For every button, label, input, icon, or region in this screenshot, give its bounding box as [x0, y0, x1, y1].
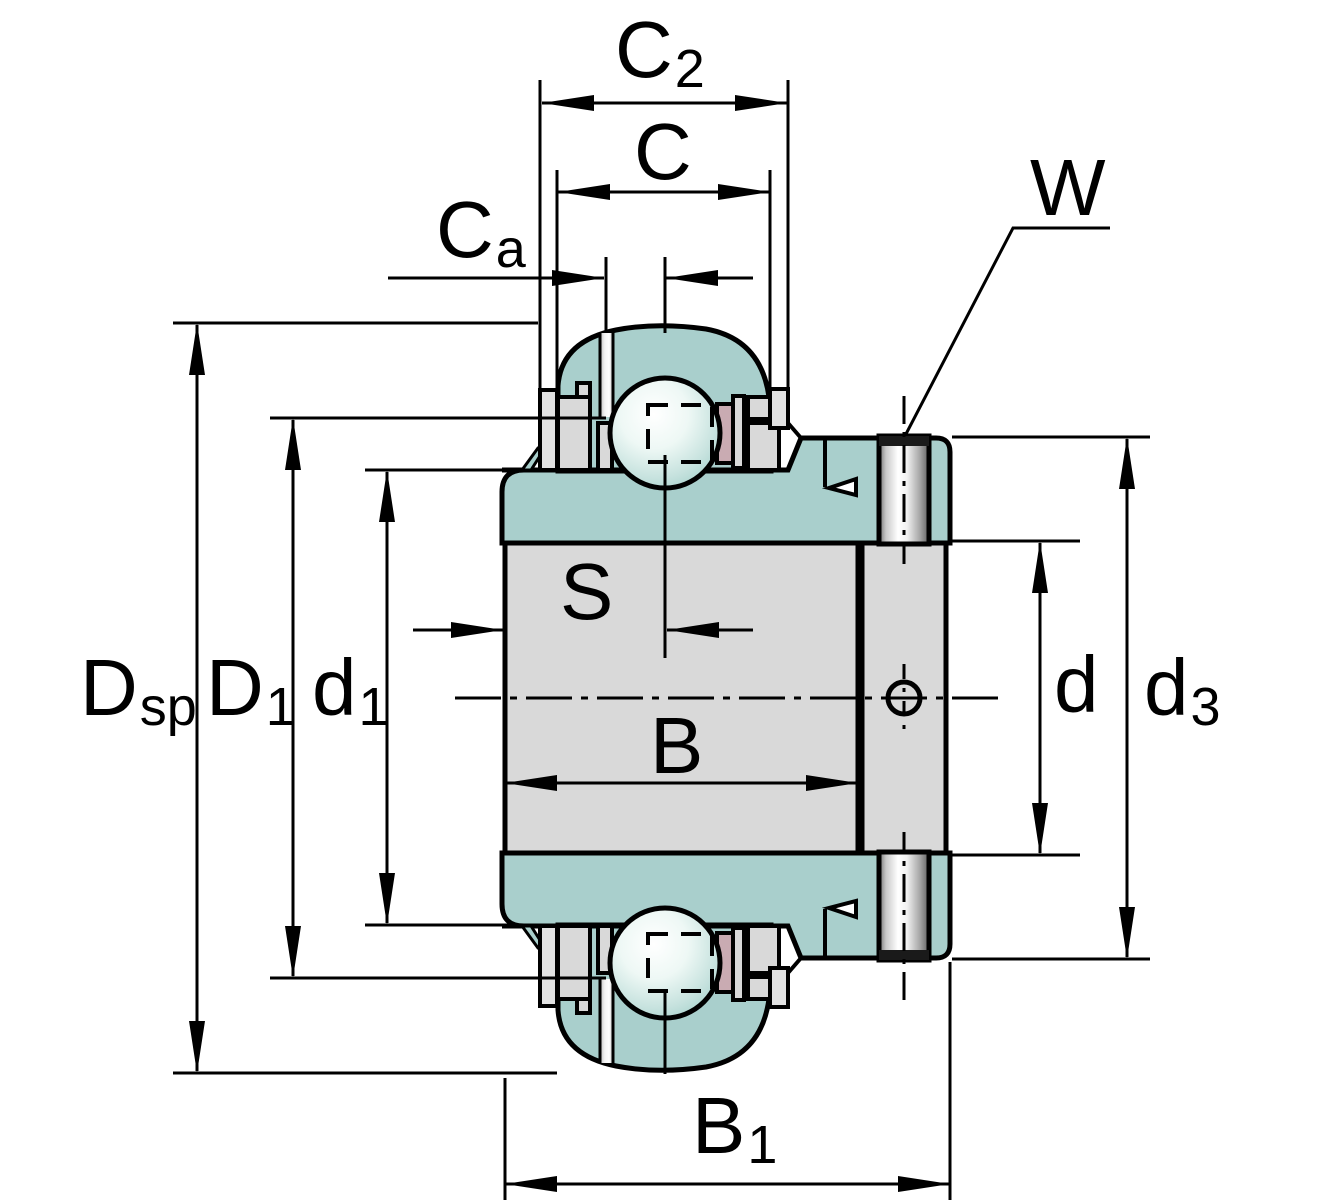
dim-w-leader: [904, 226, 1110, 435]
ball-top: [607, 375, 723, 658]
dim-label-d-bore: d: [1054, 640, 1099, 729]
dim-s: [413, 622, 753, 638]
dim-b1: [503, 962, 952, 1200]
dim-d1-outer: [270, 416, 606, 980]
dim-c: [555, 170, 772, 400]
dim-d3: [952, 435, 1150, 961]
dim-b: [505, 775, 858, 791]
collar-screw-hole: [885, 664, 923, 732]
dim-d-bore: [952, 539, 1080, 857]
dim-label-c: C: [634, 107, 692, 196]
dim-label-b: B: [650, 701, 704, 790]
dim-d1-inner: [365, 468, 504, 927]
ball-bottom: [607, 905, 723, 1074]
dim-ca: [388, 257, 753, 333]
dim-c2: [538, 80, 790, 423]
dim-label-w: W: [1030, 143, 1106, 232]
dim-dsp: [173, 321, 557, 1075]
dim-label-s: S: [560, 547, 614, 636]
